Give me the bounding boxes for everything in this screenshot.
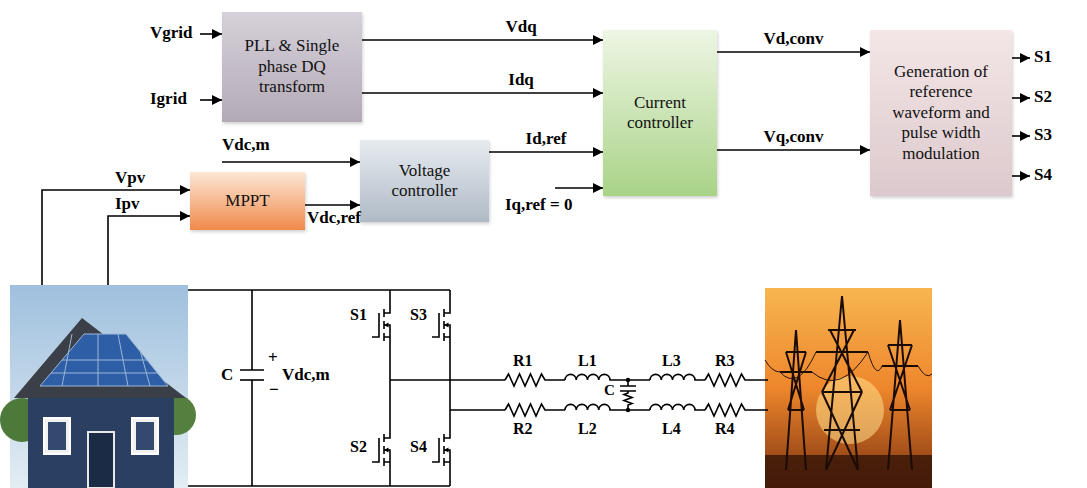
window-pane — [48, 422, 66, 450]
solar-panels — [40, 334, 168, 386]
box-text: Current controller — [609, 93, 711, 134]
signal-label: Vd,conv — [764, 30, 824, 49]
inductor-symbol — [565, 404, 650, 410]
gate-signal-label: S3 — [1034, 126, 1052, 145]
switch-label: S2 — [350, 438, 367, 456]
process-box: PLL & Single phase DQ transform — [222, 12, 362, 122]
signal-label: Vq,conv — [764, 128, 824, 147]
box-text: MPPT — [225, 191, 269, 211]
part-name: R3 — [715, 352, 735, 370]
dc-bus-wires — [188, 290, 450, 486]
window-pane — [136, 422, 154, 450]
voltage-label: Vdc,m — [282, 366, 330, 385]
signal-arrow — [362, 92, 603, 94]
mosfet-switch — [372, 430, 390, 470]
sunset-sky — [765, 288, 932, 488]
signal-label: Iq,ref = 0 — [505, 196, 572, 215]
controller-box: Voltage controller — [360, 140, 489, 222]
mosfet-switch — [432, 305, 450, 345]
roof — [14, 318, 186, 398]
panel-grid — [51, 334, 158, 386]
signal-label: Vpv — [115, 169, 145, 188]
part-name: L4 — [662, 420, 681, 438]
signal-label: Vdc,m — [222, 136, 270, 155]
pylons — [780, 296, 918, 470]
part-name: L3 — [662, 352, 681, 370]
node-text-group: Voltage controller — [366, 161, 483, 202]
switch-label: S3 — [410, 306, 427, 324]
window — [132, 418, 158, 454]
switch-label: S4 — [410, 438, 427, 456]
solar-house-picture — [0, 285, 196, 488]
polarity-mark: − — [269, 381, 279, 400]
signal-label: Igrid — [150, 90, 187, 109]
window — [44, 418, 70, 454]
signal-label: Vgrid — [150, 24, 193, 43]
box-text: Generation of reference waveform and pul… — [876, 62, 1006, 164]
signal-arrow — [305, 204, 360, 206]
part-name: R1 — [513, 352, 533, 370]
house-wall — [28, 392, 174, 488]
signal-arrow — [489, 151, 603, 153]
node-text-group: PLL & Single phase DQ transform — [228, 36, 356, 97]
part-name: C — [221, 366, 233, 385]
signal-arrow — [717, 51, 870, 53]
box-text: PLL & Single phase DQ transform — [228, 36, 356, 97]
capacitor-symbol — [620, 380, 636, 410]
part-name: R2 — [513, 420, 533, 438]
substation-picture — [765, 288, 932, 488]
door — [88, 432, 114, 488]
junction-dot — [626, 408, 630, 412]
signal-label: Vdc,ref — [307, 209, 361, 228]
box-text: Voltage controller — [366, 161, 483, 202]
power-lines — [765, 352, 932, 380]
gate-signal-label: S4 — [1034, 166, 1052, 185]
polarity-mark: + — [268, 349, 278, 368]
inverter-leg-wires — [390, 290, 505, 486]
part-name: L2 — [578, 420, 597, 438]
switch-label: S1 — [350, 306, 367, 324]
gate-signal-label: S1 — [1034, 48, 1052, 67]
signal-arrow — [362, 39, 603, 41]
inductor-symbol — [650, 374, 705, 380]
resistor-symbol — [505, 374, 565, 386]
signal-label: Idq — [508, 71, 534, 90]
part-name: C — [604, 382, 615, 399]
signal-label: Ipv — [115, 195, 140, 214]
pwm-box: Generation of reference waveform and pul… — [870, 30, 1012, 196]
controller-box: Current controller — [603, 30, 717, 196]
sky — [10, 285, 188, 488]
resistor-symbol — [705, 374, 768, 386]
ground — [765, 455, 932, 488]
signal-label: Id,ref — [526, 130, 567, 149]
signal-arrow — [717, 149, 870, 151]
node-text-group: Generation of reference waveform and pul… — [876, 62, 1006, 164]
inductor-symbol — [565, 374, 650, 380]
signal-label: Vdq — [505, 18, 536, 37]
mosfet-switch — [432, 430, 450, 470]
gate-signal-label: S2 — [1034, 88, 1052, 107]
resistor-symbol — [705, 404, 768, 416]
resistor-symbol — [505, 404, 565, 416]
part-name: L1 — [578, 352, 597, 370]
node-text-group: MPPT — [225, 191, 269, 211]
node-text-group: Current controller — [609, 93, 711, 134]
junction-dot — [626, 378, 630, 382]
part-name: R4 — [715, 420, 735, 438]
mppt-box: MPPT — [190, 172, 305, 230]
lcl-filter — [505, 374, 768, 416]
inductor-symbol — [650, 404, 705, 410]
mosfet-switch — [372, 305, 390, 345]
